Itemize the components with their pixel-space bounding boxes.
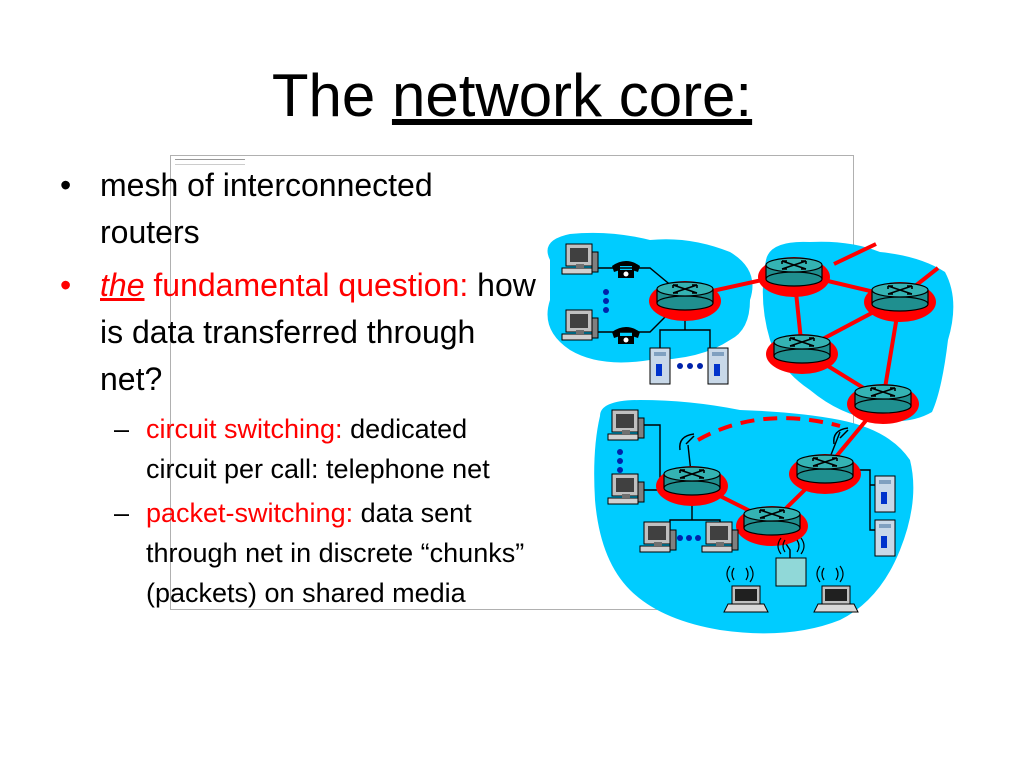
bullet-2-emphasis: the [100, 267, 145, 303]
router-icon [655, 465, 729, 507]
sub-bullet-1-red-text: circuit switching: [146, 414, 343, 444]
router-icon [788, 453, 862, 495]
bullet-2-text: how is data transferred through net? [100, 267, 536, 397]
ellipsis-dots [617, 449, 623, 473]
bullet-marker: • [60, 167, 72, 203]
wireless-access-point-icon [775, 557, 807, 587]
sub-bullet-1-text: dedicated circuit per call: telephone ne… [146, 414, 490, 484]
sub-bullet-1: – circuit switching: dedicated circuit p… [60, 409, 540, 489]
network-core-diagram [547, 232, 954, 634]
satellite-dish-icon [679, 433, 695, 451]
router-icon [846, 383, 920, 425]
title-underlined: network core: [391, 62, 753, 129]
title-prefix: The [271, 62, 392, 129]
embedded-frame-caption-lines [175, 159, 245, 165]
sub-bullet-marker: – [114, 498, 130, 528]
slide-title: The network core: [0, 58, 1024, 134]
sub-bullet-2: – packet-switching: data sent through ne… [60, 493, 540, 613]
server-icon [707, 347, 729, 385]
bullet-1-text: mesh of interconnected routers [100, 167, 433, 250]
slide-body: • mesh of interconnected routers • the f… [60, 162, 540, 617]
router-icon [765, 333, 839, 375]
bullet-2: • the fundamental question: how is data … [60, 262, 540, 403]
ellipsis-dots [677, 363, 703, 369]
bullet-1: • mesh of interconnected routers [60, 162, 540, 256]
sub-bullet-2-text: data sent through net in discrete “chunk… [146, 498, 525, 608]
router-icon [757, 256, 831, 298]
satellite-dish-icon [833, 427, 849, 445]
bullet-marker: • [60, 267, 72, 303]
router-icon [648, 280, 722, 322]
ellipsis-dots [603, 289, 609, 313]
ellipsis-dots [677, 535, 701, 541]
sub-bullet-2-red-text: packet-switching: [146, 498, 354, 528]
circuit-dashed-path [697, 416, 841, 442]
server-icon [874, 519, 896, 557]
server-icon [649, 347, 671, 385]
server-icon [874, 475, 896, 513]
sub-bullet-marker: – [114, 414, 130, 444]
router-icon [863, 281, 937, 323]
bullet-2-red-text: fundamental question: [144, 267, 469, 303]
